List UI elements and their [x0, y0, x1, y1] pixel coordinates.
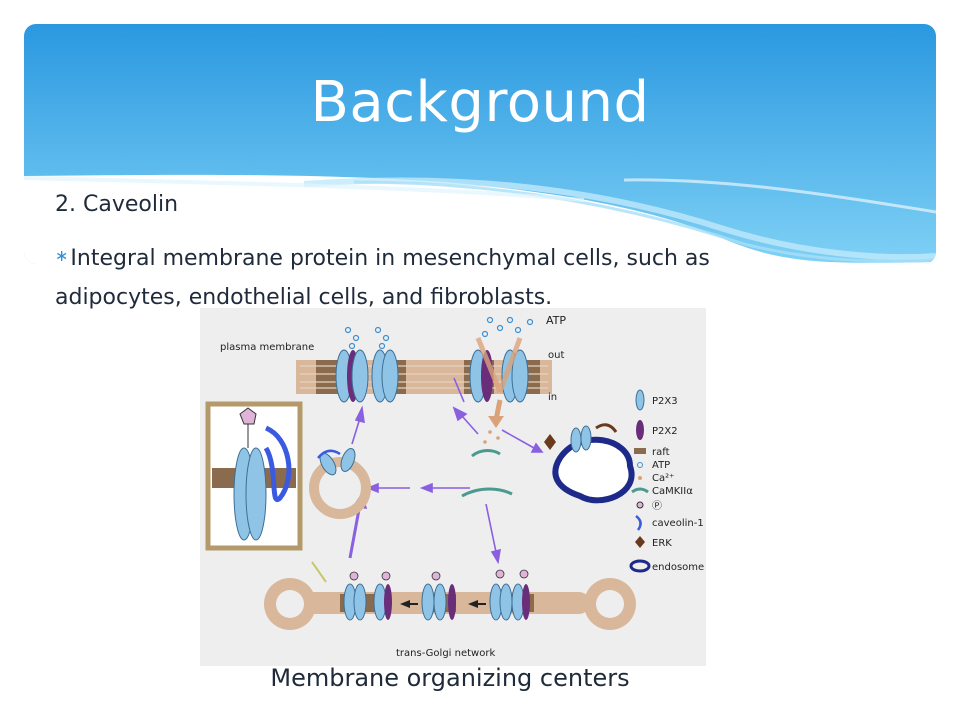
endosome: [544, 423, 635, 504]
atp-label: ATP: [546, 314, 566, 327]
bullet-text: Integral membrane protein in mesenchymal…: [55, 246, 710, 310]
caveolin-icon: [635, 515, 642, 531]
legend-label: P2X2: [652, 426, 678, 437]
trans-golgi-network: [264, 569, 636, 630]
diagram-legend: P2X3 P2X2 raft ATP Ca²⁺ CaMKIIα Ⓟ caveol…: [629, 389, 704, 573]
bullet-text-block: ∗Integral membrane protein in mesenchyma…: [55, 236, 835, 317]
raft-icon: [634, 448, 646, 454]
subheading: 2. Caveolin: [55, 192, 179, 217]
legend-label: ERK: [652, 538, 672, 549]
atp-dots: [344, 316, 534, 350]
legend-label: Ca²⁺: [652, 473, 674, 484]
figure-caption: Membrane organizing centers: [270, 664, 630, 692]
legend-label: raft: [652, 447, 670, 458]
camkii-icon: [631, 487, 649, 494]
tgn-label: trans-Golgi network: [396, 648, 495, 659]
out-label: out: [548, 350, 564, 361]
slide-title: Background: [310, 70, 650, 135]
legend-label: caveolin-1: [652, 518, 704, 529]
legend-label: Ⓟ: [652, 500, 662, 512]
legend-label: endosome: [652, 562, 704, 573]
camkii-signal: [461, 430, 513, 498]
bullet-star-icon: ∗: [55, 246, 69, 265]
title-banner: [24, 24, 936, 264]
atp-icon: [637, 462, 643, 468]
plasma-membrane-label: plasma membrane: [220, 342, 314, 353]
legend-label: CaMKIIα: [652, 486, 693, 497]
p2x3-icon: [635, 389, 645, 411]
in-label: in: [548, 392, 557, 403]
inset-panel: [205, 401, 303, 551]
ca-icon: [638, 476, 642, 480]
erk-icon: [635, 536, 645, 548]
caveolar-vesicle: [309, 448, 371, 519]
phospho-icon: [636, 501, 644, 509]
p2x2-icon: [636, 420, 644, 440]
legend-label: ATP: [652, 460, 670, 471]
legend-label: P2X3: [652, 396, 678, 407]
endosome-icon: [629, 559, 651, 573]
caveolin-diagram: plasma membrane ATP out in: [200, 308, 706, 666]
membrane-receptors: [335, 349, 529, 403]
